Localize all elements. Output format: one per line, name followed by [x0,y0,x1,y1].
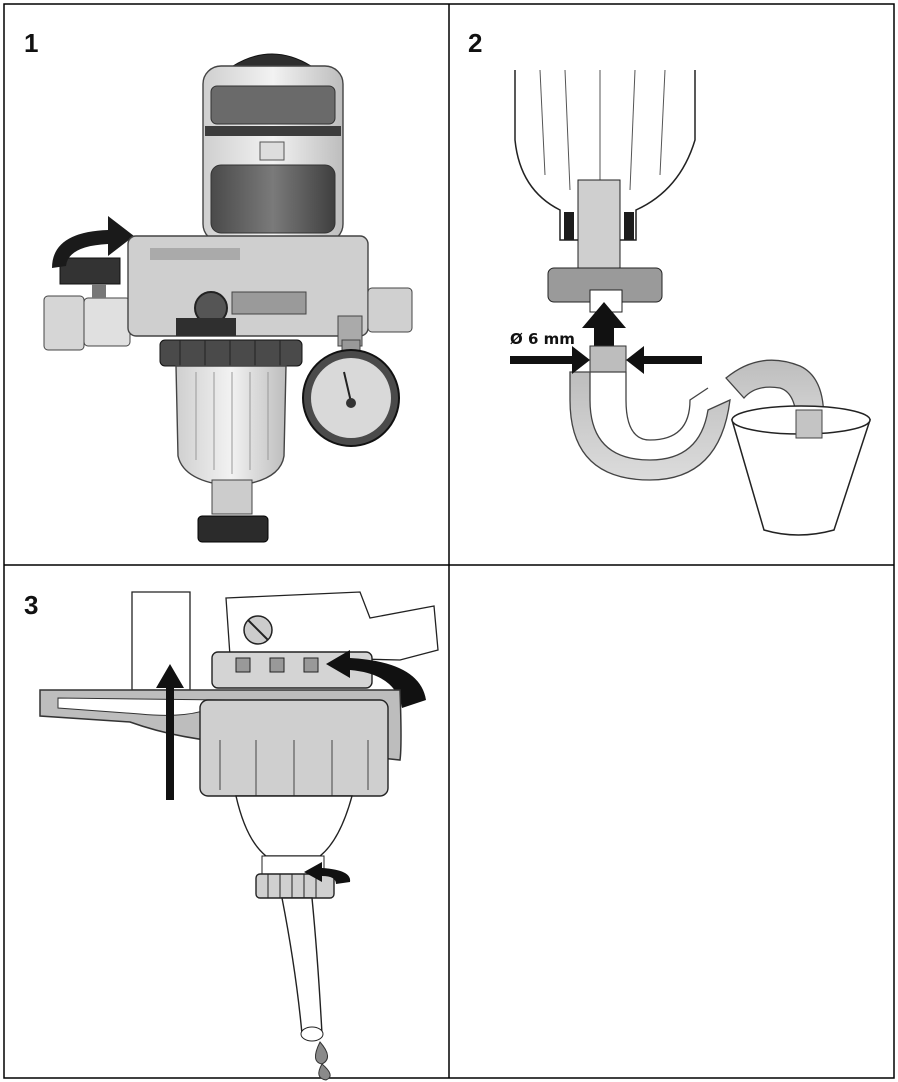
ball-valve [43,257,131,351]
panel-3-number: 3 [24,590,38,620]
pressure-gauge [302,339,400,447]
turn-arrow-icon [52,216,134,268]
drain-cap [197,515,269,543]
panel-2: 2 Ø 6 mm [468,28,872,536]
turn-arrow-icon-lower [304,862,351,884]
hose-diameter-label: Ø 6 mm [510,330,575,348]
water-drop-icon-2 [318,1063,331,1081]
water-drop-icon [315,1041,328,1065]
panel-grid [3,3,895,1079]
turn-arrow-icon-upper [326,650,426,708]
dimension-arrow-left [510,346,590,374]
push-up-arrow-icon [582,302,626,350]
bowl-funnel [235,795,353,857]
panel-3: 3 [24,590,439,1081]
filter-bowl [175,365,287,487]
bowl-nut [159,339,303,367]
lift-up-arrow-icon [156,664,184,800]
vent-cap [231,53,313,67]
valve-body [127,235,369,337]
valve-housing-outline [131,591,191,691]
panel-1-number: 1 [24,28,38,58]
panel-2-number: 2 [468,28,482,58]
panel-1: 1 [24,28,413,543]
drain-hose-lower [281,897,323,1035]
dimension-arrow-right [626,346,702,374]
bucket [731,405,872,536]
